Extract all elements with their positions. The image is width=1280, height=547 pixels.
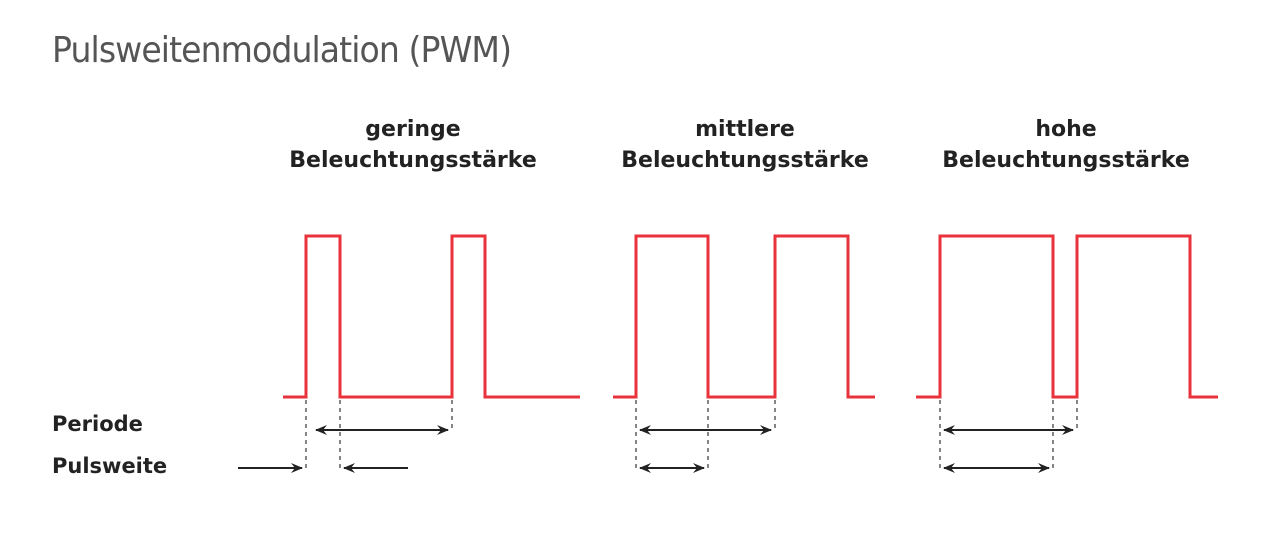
guide-lines [305, 400, 1078, 472]
waveform-low [283, 234, 580, 399]
row-label-periode: Periode [52, 412, 143, 436]
diagram-title: Pulsweitenmodulation (PWM) [52, 30, 512, 71]
column-label-medium: mittlere Beleuchtungsstärke [585, 114, 905, 176]
column-label-medium-line2: Beleuchtungsstärke [621, 148, 869, 173]
waveform-medium [613, 234, 875, 399]
row-label-pulsweite: Pulsweite [52, 454, 168, 478]
waveform-high [916, 234, 1218, 399]
column-label-high-line1: hohe [1035, 117, 1097, 142]
column-label-medium-line1: mittlere [695, 117, 795, 142]
column-label-low: geringe Beleuchtungsstärke [253, 114, 573, 176]
column-label-low-line2: Beleuchtungsstärke [289, 148, 537, 173]
column-label-high: hohe Beleuchtungsstärke [906, 114, 1226, 176]
column-label-high-line2: Beleuchtungsstärke [942, 148, 1190, 173]
column-label-low-line1: geringe [365, 117, 461, 142]
